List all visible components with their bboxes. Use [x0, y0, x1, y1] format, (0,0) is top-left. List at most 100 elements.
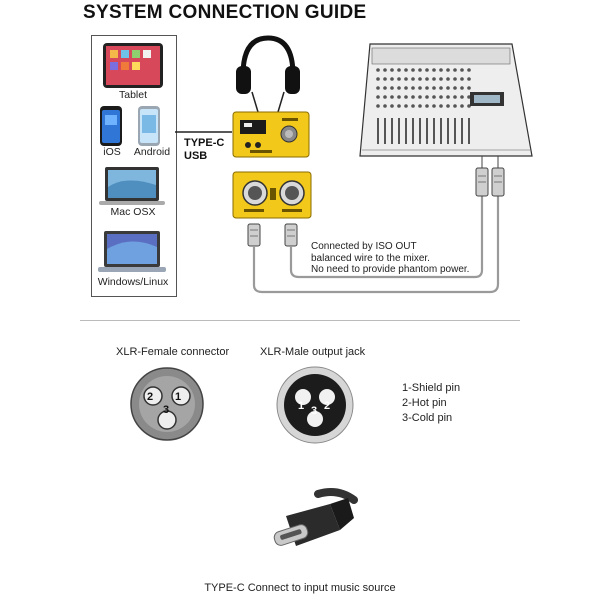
device-label-windows: Windows/Linux	[97, 276, 169, 288]
mixer-knob	[390, 95, 394, 99]
page-title: SYSTEM CONNECTION GUIDE	[83, 2, 367, 23]
mixer-knob	[390, 77, 394, 81]
mixer-knob	[390, 104, 394, 108]
note-line-3: No need to provide phantom power.	[311, 264, 470, 275]
mixer-fader	[433, 118, 435, 144]
mixer-knob	[376, 104, 380, 108]
mixer-knob	[383, 68, 387, 72]
mixer-knob	[418, 95, 422, 99]
mixer-knob	[460, 86, 464, 90]
male-pin-label: 1	[298, 400, 304, 412]
mixer-knob	[467, 104, 471, 108]
mixer-knob	[439, 68, 443, 72]
mixer-knob	[446, 77, 450, 81]
type-c-label-line1: TYPE-C	[184, 137, 225, 149]
mixer-knob	[453, 77, 457, 81]
mixer-fader	[391, 118, 393, 144]
mixer-knob	[425, 104, 429, 108]
mixer-knob	[411, 77, 415, 81]
mixer-fader	[398, 118, 400, 144]
mixer-fader	[468, 118, 470, 144]
device-label-android: Android	[133, 146, 171, 158]
mixer-knob	[411, 68, 415, 72]
mixer-knob	[439, 95, 443, 99]
mixer-knob	[411, 86, 415, 90]
mixer-knob	[425, 68, 429, 72]
female-pin-label: 3	[163, 404, 169, 416]
mixer-knob	[460, 68, 464, 72]
mixer-knob	[404, 77, 408, 81]
mixer-fader	[405, 118, 407, 144]
mixer-knob	[432, 104, 436, 108]
mixer-plug-left	[475, 167, 489, 197]
female-pin-label: 2	[147, 391, 153, 403]
headphones-icon	[236, 35, 300, 113]
connection-diagram	[175, 35, 533, 294]
mixer-knob	[467, 77, 471, 81]
mixer-knob	[425, 77, 429, 81]
mixer-knob	[432, 68, 436, 72]
mixer-fader	[412, 118, 414, 144]
audio-interface-front	[232, 111, 310, 158]
xlr-male-caption: XLR-Male output jack	[260, 346, 366, 358]
android-phone-icon	[138, 106, 160, 146]
device-label-tablet: Tablet	[118, 89, 148, 101]
xlr-female-caption: XLR-Female connector	[116, 346, 230, 358]
mixer-knob	[411, 95, 415, 99]
windows-laptop-icon	[98, 231, 166, 272]
mixer-knob	[397, 95, 401, 99]
male-pin-label: 2	[324, 400, 330, 412]
mixer-knob	[467, 86, 471, 90]
mixer-knob	[425, 95, 429, 99]
mixer-knob	[390, 68, 394, 72]
mixer-knob	[460, 95, 464, 99]
xlr-cable-right	[289, 196, 484, 279]
pin-legend: 1-Shield pin 2-Hot pin 3-Cold pin	[402, 381, 460, 426]
mixer-fader	[440, 118, 442, 144]
mixer-knob	[411, 104, 415, 108]
mixer-knob	[467, 68, 471, 72]
audio-interface-rear	[232, 171, 312, 219]
mixer-knob	[376, 68, 380, 72]
mixer-knob	[460, 77, 464, 81]
mixer-knob	[376, 95, 380, 99]
mixer-knob	[453, 86, 457, 90]
mixer-knob	[460, 104, 464, 108]
mixer-fader	[384, 118, 386, 144]
mixer-fader	[454, 118, 456, 144]
xlr-cable-left	[252, 196, 500, 294]
type-c-caption: TYPE-C Connect to input music source	[204, 582, 396, 594]
note-line-2: balanced wire to the mixer.	[311, 252, 430, 264]
mixer-knob	[446, 95, 450, 99]
mixer-knob	[376, 86, 380, 90]
section-divider	[80, 320, 520, 321]
mixer-knob	[418, 104, 422, 108]
mixer-knob	[383, 86, 387, 90]
device-illustrations	[98, 43, 166, 272]
mixer-knob	[446, 68, 450, 72]
mixer-knob	[453, 68, 457, 72]
mixer-knob	[432, 95, 436, 99]
tablet-icon	[103, 43, 163, 88]
note-line-1: Connected by ISO OUT	[311, 241, 417, 252]
mixer-plug-right	[491, 167, 505, 197]
mixer-knob	[383, 104, 387, 108]
mixer-fader	[426, 118, 428, 144]
mixer-knob	[397, 86, 401, 90]
mixer-knob	[383, 95, 387, 99]
usb-type-c-connector-icon	[273, 488, 358, 546]
pin-legend-item: 3-Cold pin	[402, 412, 453, 424]
mixer-knob	[439, 77, 443, 81]
mixer-fader	[377, 118, 379, 144]
connection-note: Connected by ISO OUT balanced wire to th…	[311, 241, 469, 276]
mixer-knob	[404, 95, 408, 99]
device-label-ios: iOS	[103, 146, 121, 158]
xlr-plug-left	[247, 223, 261, 247]
mixer-knob	[397, 77, 401, 81]
mixer-fader	[419, 118, 421, 144]
xlr-plug-right	[284, 223, 298, 247]
mixer-knob	[439, 86, 443, 90]
pin-legend-item: 2-Hot pin	[402, 397, 447, 409]
mixer-knob	[397, 68, 401, 72]
mixer-knob	[446, 104, 450, 108]
